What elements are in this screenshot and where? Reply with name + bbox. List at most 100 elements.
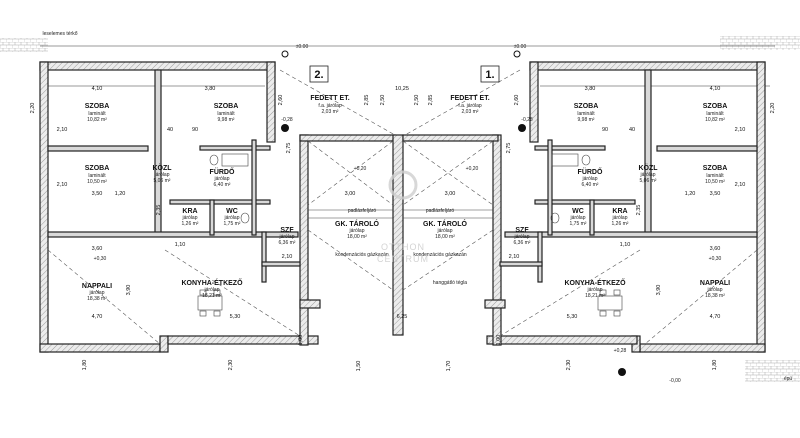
room-szoba-right-2: SZOBA laminált 9,98 m² bbox=[574, 103, 599, 123]
svg-text:FÜRDŐ: FÜRDŐ bbox=[210, 167, 235, 176]
svg-text:járólap: járólap bbox=[88, 290, 104, 296]
svg-text:FEDETT ET.: FEDETT ET. bbox=[450, 95, 489, 102]
svg-text:járólap: járólap bbox=[203, 287, 219, 293]
svg-text:FÜRDŐ: FÜRDŐ bbox=[578, 167, 603, 176]
svg-text:5,06 m²: 5,06 m² bbox=[154, 178, 171, 184]
svg-text:1,75 m²: 1,75 m² bbox=[224, 221, 241, 227]
svg-text:járólap: járólap bbox=[348, 228, 364, 234]
room-wc-left: WC járólap 1,75 m² bbox=[223, 208, 240, 227]
svg-text:OTTHON: OTTHON bbox=[381, 242, 425, 252]
svg-text:4,70: 4,70 bbox=[92, 314, 103, 320]
svg-text:3,90: 3,90 bbox=[126, 285, 132, 296]
svg-text:járólap: járólap bbox=[436, 228, 452, 234]
padlasfeljaro-right: padlásfeljáró bbox=[426, 208, 455, 214]
svg-text:5,30: 5,30 bbox=[230, 314, 241, 320]
kondenzacios-left: kondenzációs gázkazán bbox=[335, 252, 389, 258]
svg-text:járólap: járólap bbox=[639, 172, 655, 178]
svg-text:GK. TÁROLÓ: GK. TÁROLÓ bbox=[335, 219, 379, 228]
unit-2-number: 2. bbox=[314, 69, 323, 81]
svg-text:NAPPALI: NAPPALI bbox=[82, 283, 112, 290]
room-szoba-right-3: SZOBA laminált 10,50 m² bbox=[703, 165, 728, 185]
svg-text:2,03 m²: 2,03 m² bbox=[462, 109, 479, 115]
svg-text:40: 40 bbox=[629, 127, 635, 133]
svg-text:18,38 m²: 18,38 m² bbox=[87, 296, 107, 302]
svg-text:1,00: 1,00 bbox=[496, 335, 502, 346]
level-nappali-right: +0,30 bbox=[709, 256, 722, 262]
dimensions-vertical: 2,20 2,20 3,90 3,90 2,60 2,60 2,85 2,85 … bbox=[30, 95, 776, 372]
svg-text:WC: WC bbox=[226, 208, 238, 215]
svg-text:2,50: 2,50 bbox=[414, 95, 420, 106]
svg-text:2,10: 2,10 bbox=[509, 254, 520, 260]
svg-text:1,50: 1,50 bbox=[356, 361, 362, 372]
dining-table-left bbox=[197, 289, 223, 317]
svg-text:laminált: laminált bbox=[577, 111, 595, 117]
svg-text:10,82 m²: 10,82 m² bbox=[87, 117, 107, 123]
room-konyha-left: KONYHA-ÉTKEZŐ járólap 18,21 m² bbox=[181, 278, 243, 299]
svg-text:1,10: 1,10 bbox=[620, 242, 631, 248]
svg-text:10,82 m²: 10,82 m² bbox=[705, 117, 725, 123]
level-garage-left: +0,20 bbox=[354, 166, 367, 172]
svg-text:2,10: 2,10 bbox=[57, 127, 68, 133]
svg-text:járólap: járólap bbox=[513, 234, 529, 240]
svg-text:SZOBA: SZOBA bbox=[85, 165, 110, 172]
unit-1-marker: 1. bbox=[480, 65, 500, 83]
room-fedett-right: FEDETT ET. f.a. járólap 2,03 m² bbox=[450, 95, 489, 115]
level-bottom-right: -0,00 bbox=[669, 378, 681, 384]
svg-text:6,40 m²: 6,40 m² bbox=[214, 182, 231, 188]
svg-text:2,85: 2,85 bbox=[364, 95, 370, 106]
svg-text:10,50 m²: 10,50 m² bbox=[87, 179, 107, 185]
padlasfeljaro-left: padlásfeljáró bbox=[348, 208, 377, 214]
dining-table-right bbox=[597, 289, 623, 317]
paving-right-bottom bbox=[745, 360, 800, 382]
room-szoba-left-1: SZOBA laminált 10,82 m² bbox=[85, 103, 110, 123]
svg-text:járólap: járólap bbox=[569, 215, 585, 221]
svg-text:SZOBA: SZOBA bbox=[703, 103, 728, 110]
svg-text:laminált: laminált bbox=[706, 173, 724, 179]
svg-text:9,98 m²: 9,98 m² bbox=[218, 117, 235, 123]
svg-text:SZOBA: SZOBA bbox=[574, 103, 599, 110]
svg-text:3,60: 3,60 bbox=[710, 246, 721, 252]
svg-text:40: 40 bbox=[167, 127, 173, 133]
svg-text:2,75: 2,75 bbox=[506, 143, 512, 154]
svg-text:f.a. járólap: f.a. járólap bbox=[458, 103, 482, 109]
svg-text:járólap: járólap bbox=[213, 176, 229, 182]
unit-1-walls bbox=[402, 61, 766, 353]
svg-text:3,60: 3,60 bbox=[92, 246, 103, 252]
svg-text:18,00 m²: 18,00 m² bbox=[347, 234, 367, 240]
svg-text:laminált: laminált bbox=[88, 111, 106, 117]
svg-text:5,06 m²: 5,06 m² bbox=[640, 178, 657, 184]
svg-text:KÖZL: KÖZL bbox=[638, 163, 658, 172]
svg-text:2,75: 2,75 bbox=[286, 143, 292, 154]
svg-text:5,30: 5,30 bbox=[567, 314, 578, 320]
svg-text:6,25: 6,25 bbox=[397, 314, 408, 320]
room-kra-right: KRA járólap 1,26 m² bbox=[611, 208, 628, 227]
room-nappali-right: NAPPALI járólap 18,38 m² bbox=[700, 280, 730, 299]
svg-text:2,60: 2,60 bbox=[278, 95, 284, 106]
svg-text:KÖZL: KÖZL bbox=[152, 163, 172, 172]
svg-text:90: 90 bbox=[602, 127, 608, 133]
svg-text:1,26 m²: 1,26 m² bbox=[182, 221, 199, 227]
room-nappali-left: NAPPALI járólap 18,38 m² bbox=[82, 283, 112, 302]
svg-text:18,21 m²: 18,21 m² bbox=[585, 293, 605, 299]
svg-text:járólap: járólap bbox=[181, 215, 197, 221]
room-szoba-right-1: SZOBA laminált 10,82 m² bbox=[703, 103, 728, 123]
svg-text:KRA: KRA bbox=[612, 208, 627, 215]
svg-text:2,35: 2,35 bbox=[156, 205, 162, 216]
level-right: ±0.00 bbox=[514, 44, 527, 50]
svg-text:FEDETT ET.: FEDETT ET. bbox=[310, 95, 349, 102]
svg-text:járólap: járólap bbox=[278, 234, 294, 240]
svg-text:10,50 m²: 10,50 m² bbox=[705, 179, 725, 185]
svg-text:3,00: 3,00 bbox=[445, 191, 456, 197]
svg-text:GK. TÁROLÓ: GK. TÁROLÓ bbox=[423, 219, 467, 228]
room-fedett-left: FEDETT ET. f.a. járólap 2,03 m² bbox=[310, 95, 349, 115]
room-kozl-right: KÖZL járólap 5,06 m² bbox=[638, 163, 658, 184]
svg-text:2,30: 2,30 bbox=[566, 360, 572, 371]
svg-text:laminált: laminált bbox=[706, 111, 724, 117]
room-szoba-left-3: SZOBA laminált 10,50 m² bbox=[85, 165, 110, 185]
svg-text:CENTRUM: CENTRUM bbox=[377, 254, 429, 264]
svg-text:járólap: járólap bbox=[223, 215, 239, 221]
svg-text:6,36 m²: 6,36 m² bbox=[514, 240, 531, 246]
section-marker-left bbox=[281, 50, 289, 132]
unit-2-walls bbox=[39, 61, 404, 353]
